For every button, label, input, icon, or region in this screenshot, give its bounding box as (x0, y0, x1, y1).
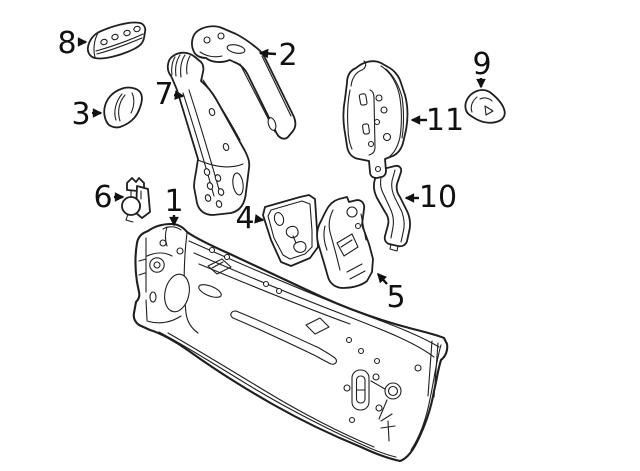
part-drawing-6[interactable] (121, 177, 151, 223)
callout-9-label: 9 (472, 47, 491, 82)
callout-5[interactable]: 5 (377, 272, 406, 315)
callout-7-label: 7 (154, 77, 173, 112)
callout-3-label: 3 (71, 97, 90, 132)
callout-1[interactable]: 1 (164, 184, 184, 227)
part-drawing-2[interactable] (191, 25, 297, 140)
part-drawing-3[interactable] (103, 86, 143, 129)
callout-11-label: 11 (426, 103, 464, 138)
part-drawing-8[interactable] (86, 21, 147, 60)
part-drawing-7[interactable] (166, 51, 251, 216)
part-drawing-11[interactable] (342, 60, 409, 179)
callout-2[interactable]: 2 (258, 38, 298, 73)
part-drawing-4[interactable] (262, 194, 319, 267)
callout-3[interactable]: 3 (71, 97, 103, 132)
callout-2-arrow-icon (258, 48, 277, 59)
callout-9[interactable]: 9 (472, 47, 492, 89)
callout-10-label: 10 (419, 180, 457, 215)
part-drawing-9[interactable] (464, 89, 506, 124)
callout-6-label: 6 (93, 180, 112, 215)
callout-4-label: 4 (235, 201, 254, 236)
callout-8-label: 8 (57, 26, 76, 61)
callout-4-arrow-icon (254, 214, 265, 224)
part-drawing-5[interactable] (316, 196, 374, 289)
callout-5-arrow-icon (377, 272, 388, 285)
part-drawing-1[interactable] (132, 222, 449, 463)
callout-7[interactable]: 7 (154, 77, 185, 112)
callout-10[interactable]: 10 (404, 180, 457, 215)
callout-11[interactable]: 11 (410, 103, 464, 138)
callout-4[interactable]: 4 (235, 201, 265, 236)
callout-1-label: 1 (164, 184, 183, 219)
callout-2-label: 2 (278, 38, 297, 73)
callout-6[interactable]: 6 (93, 180, 125, 215)
callout-5-label: 5 (386, 280, 405, 315)
callout-7-arrow-icon (173, 90, 185, 100)
part-drawing-10[interactable] (373, 164, 411, 252)
callout-8[interactable]: 8 (57, 26, 88, 61)
